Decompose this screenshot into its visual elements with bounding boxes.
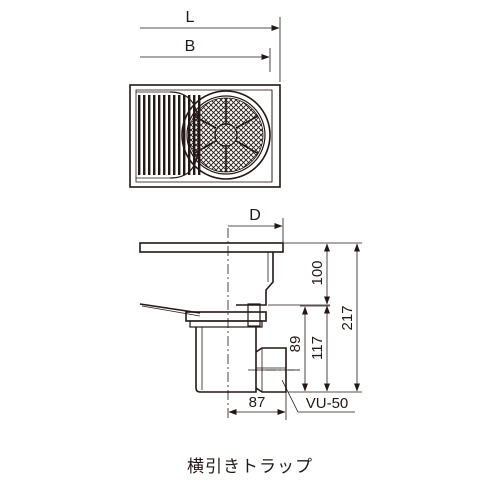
dimension-100-label: 100 <box>309 260 326 285</box>
round-strainer-grate <box>181 90 346 180</box>
grate-slot-bar <box>198 95 201 175</box>
grate-hatch-line <box>205 98 263 172</box>
grate-hatch-line <box>266 95 346 175</box>
grate-slot-bar <box>138 95 141 175</box>
dimension-L-label: L <box>186 9 195 26</box>
vu50-label: VU-50 <box>306 395 349 412</box>
dimension-217-label: 217 <box>339 305 356 330</box>
grate-hatch-line <box>200 98 263 172</box>
dimension-100: 100 <box>309 243 330 305</box>
grate-hatch-line <box>189 98 222 172</box>
grate-hatch-line <box>189 98 217 172</box>
trap-bowl <box>195 327 257 393</box>
dimension-B: B <box>140 38 271 72</box>
dimension-87-label: 87 <box>249 394 266 411</box>
grate-hatch-line <box>230 98 263 172</box>
grate-hatch-line <box>260 98 263 172</box>
grate-hatch-line <box>260 98 263 172</box>
grate-hatch-line <box>189 98 227 172</box>
grate-hatch-line <box>245 98 263 172</box>
grate-hatch-line <box>225 98 263 172</box>
grate-slot-bar <box>158 95 161 175</box>
grate-slot-bar <box>173 95 176 175</box>
dimension-87: 87 <box>228 392 287 420</box>
cover-flange <box>139 242 284 253</box>
grate-hatch-line <box>210 98 263 172</box>
grate-slot-bar <box>178 95 181 175</box>
grate-hatch-line <box>215 98 263 172</box>
side-view: D 100 <box>139 207 362 420</box>
plan-view: L B <box>129 9 346 188</box>
cover-plate-frame <box>129 84 281 188</box>
dimension-B-label: B <box>185 38 196 55</box>
grate-slot-bar <box>148 95 151 175</box>
grate-hatch-line <box>189 98 247 172</box>
trap-body <box>236 252 274 306</box>
grate-slot-bar <box>143 95 146 175</box>
grate-hatch-line <box>189 98 232 172</box>
grate-hatch-line <box>245 98 263 172</box>
grate-hatch-line <box>189 98 252 172</box>
grate-slot-bar <box>168 95 171 175</box>
grate-hatch-line <box>255 98 263 172</box>
dimension-89-label: 89 <box>287 336 304 353</box>
grate-hatch-line <box>230 98 263 172</box>
grate-hatch-line <box>189 98 227 172</box>
grate-hatch-line <box>255 98 263 172</box>
grate-hatch-line <box>220 98 263 172</box>
grate-hatch-line <box>189 98 222 172</box>
grate-hatch-line <box>189 98 242 172</box>
dimension-117-label: 117 <box>309 336 326 360</box>
dimension-D: D <box>228 207 284 242</box>
dimension-217: 217 <box>339 243 360 392</box>
dimension-89: 89 <box>287 305 330 392</box>
vu50-callout: VU-50 <box>281 379 355 413</box>
grate-hatch-line <box>225 98 263 172</box>
grate-slot-bar <box>183 95 186 175</box>
grate-hatch-line <box>235 98 263 172</box>
grate-slot-bar <box>193 95 196 175</box>
grate-slot-bar <box>153 95 156 175</box>
dimension-117: 117 <box>309 305 330 392</box>
grate-hatch-line <box>189 98 217 172</box>
grate-hatch-line <box>189 98 237 172</box>
grate-hatch-line <box>266 95 346 175</box>
grate-slot-bar <box>163 95 166 175</box>
dimension-D-label: D <box>249 207 261 224</box>
dimension-L: L <box>140 9 281 82</box>
drawing-caption: 横引きトラップ <box>187 457 313 477</box>
clamp-fitting <box>247 303 261 327</box>
grate-hatch-line <box>235 98 263 172</box>
